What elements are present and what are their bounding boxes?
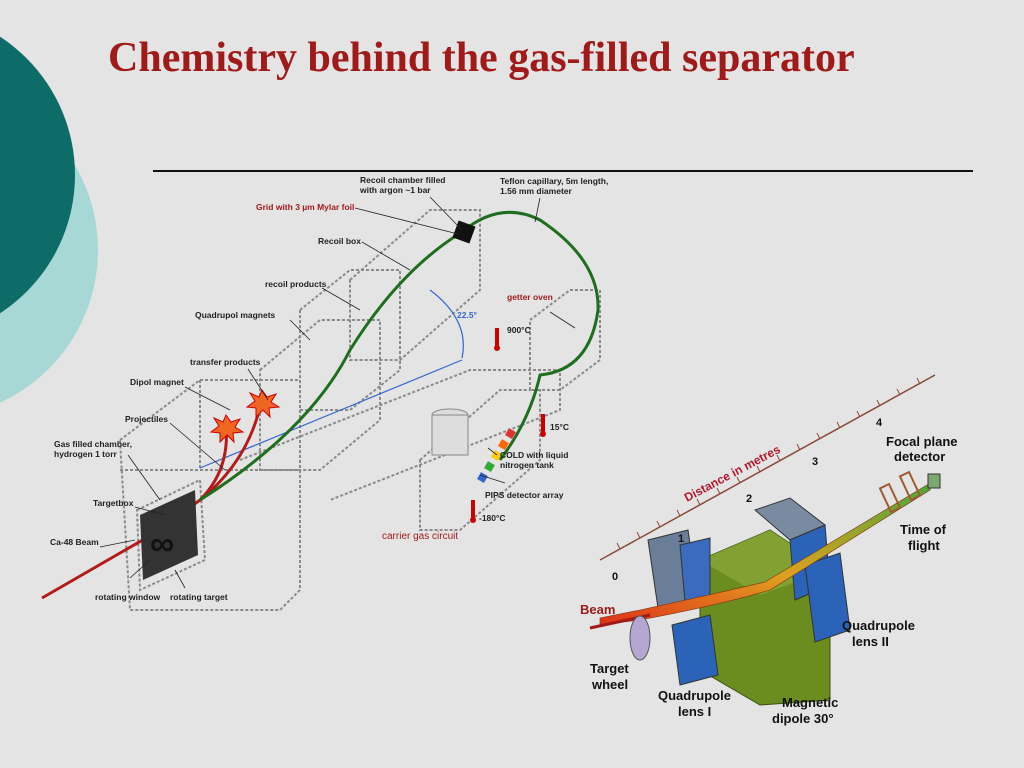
dark-teal-circle — [0, 36, 75, 314]
temp-900-label: 900°C — [507, 325, 531, 335]
rotating-target-symbol: ∞ — [150, 525, 174, 563]
target-wheel-label: Target wheel — [590, 661, 632, 692]
thermometer-icon — [494, 328, 500, 351]
tick-4: 4 — [876, 417, 883, 429]
magnetic-dipole-label: Magnetic dipole 30° — [772, 695, 842, 726]
rotating-window-label: rotating window — [95, 592, 161, 602]
recoil-products-label: recoil products — [265, 279, 327, 289]
ca48-beam-label: Ca-48 Beam — [50, 537, 99, 547]
recoil-chamber-label: Recoil chamber filled with argon ~1 bar — [359, 175, 448, 195]
ruler-ticks — [616, 377, 921, 550]
time-of-flight-label: Time of flight — [900, 522, 950, 553]
slide-title: Chemistry behind the gas-filled separato… — [108, 35, 855, 81]
targetbox-label: Targetbox — [93, 498, 134, 508]
transfer-path — [199, 397, 264, 502]
tick-1: 1 — [678, 533, 684, 545]
focal-plane-detector — [927, 473, 941, 489]
quadrupol-magnets-label: Quadrupol magnets — [195, 310, 276, 320]
gas-chamber-label: Gas filled chamber, hydrogen 1 torr — [54, 439, 134, 459]
cold-label: COLD with liquid nitrogen tank — [500, 450, 571, 470]
distance-label: Distance in metres — [682, 442, 783, 505]
grid-label: Grid with 3 µm Mylar foil — [256, 202, 354, 212]
carrier-gas-label: carrier gas circuit — [382, 531, 458, 542]
separator-schematic: ∞ Recoil chamber filled with argon ~1 ba… — [41, 175, 611, 611]
angle-label: 22.5° — [457, 310, 478, 320]
separator-3d-layout: Distance in metres 0 1 2 3 4 Focal plane… — [580, 374, 961, 726]
explosion-icon — [209, 413, 245, 444]
leader-lines — [99, 196, 576, 589]
temp-15-label: 15°C — [550, 422, 569, 432]
quadrupole-lens-2-label: Quadrupole lens II — [842, 618, 919, 649]
getter-oven-label: getter oven — [507, 292, 553, 302]
decorative-circles — [0, 36, 98, 403]
distance-ruler — [599, 374, 936, 561]
temp-minus180-label: -180°C — [479, 513, 506, 523]
cold-tank — [431, 414, 469, 456]
projectiles-label: Projectiles — [125, 414, 168, 424]
recoil-capillary-path — [199, 210, 600, 502]
teflon-capillary-label: Teflon capillary, 5m length, 1.56 mm dia… — [500, 176, 611, 196]
target-wheel — [629, 615, 651, 661]
tick-3: 3 — [812, 456, 818, 468]
tick-0: 0 — [612, 571, 618, 583]
dipol-magnet-label: Dipol magnet — [130, 377, 184, 387]
reference-axis — [199, 359, 463, 469]
thermometer-icon — [540, 414, 546, 437]
focal-plane-label: Focal plane detector — [886, 434, 961, 464]
thermometer-icon — [470, 500, 476, 523]
recoil-box-label: Recoil box — [318, 236, 361, 246]
pips-label: PIPS detector array — [485, 490, 564, 500]
transfer-products-label: transfer products — [190, 357, 261, 367]
title-divider — [153, 170, 973, 172]
tick-2: 2 — [746, 493, 752, 505]
rotating-target-label: rotating target — [170, 592, 228, 602]
explosion-icon — [245, 388, 281, 419]
beam-label: Beam — [580, 602, 615, 617]
quadrupole-lens-1-pole — [671, 614, 719, 686]
time-of-flight-detector — [878, 482, 902, 514]
angle-arc — [429, 289, 464, 359]
pips-detector-strip — [477, 428, 516, 483]
quadrupole-lens-1-label: Quadrupole lens I — [658, 688, 735, 719]
